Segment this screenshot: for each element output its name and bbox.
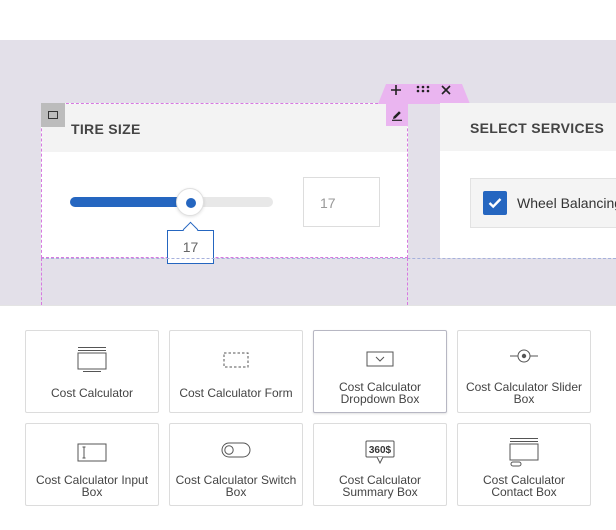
widget-cost-calculator-contact-box[interactable]: Cost Calculator Contact Box (457, 423, 591, 506)
widget-cost-calculator-dropdown-box[interactable]: Cost Calculator Dropdown Box (313, 330, 447, 413)
widget-label: Cost Calculator Slider Box (465, 380, 583, 406)
widget-label: Cost Calculator Contact Box (482, 473, 566, 499)
service-option-label: Wheel Balancing (517, 195, 616, 211)
widget-cost-calculator-summary-box[interactable]: 360$ Cost Calculator Summary Box (313, 423, 447, 506)
service-option-row[interactable]: Wheel Balancing (470, 178, 616, 228)
widget-label: Cost Calculator Input Box (35, 473, 149, 499)
widget-cost-calculator-slider-box[interactable]: Cost Calculator Slider Box (457, 330, 591, 413)
widget-cost-calculator[interactable]: Cost Calculator (25, 330, 159, 413)
widget-label: Cost Calculator (50, 386, 134, 400)
slider-icon (458, 349, 590, 363)
dropdown-box-icon (314, 351, 446, 367)
widget-cost-calculator-switch-box[interactable]: Cost Calculator Switch Box (169, 423, 303, 506)
element-toolbar (378, 84, 470, 104)
checkmark-icon (488, 198, 502, 209)
column-select-handle[interactable] (41, 103, 65, 127)
tire-size-input[interactable]: 17 (303, 177, 380, 227)
top-bar (0, 0, 616, 40)
select-services-header: SELECT SERVICES (440, 103, 616, 151)
svg-text:360$: 360$ (369, 445, 392, 456)
widget-label: Cost Calculator Form (179, 386, 293, 400)
select-services-widget[interactable]: SELECT SERVICES Wheel Balancing (440, 103, 616, 258)
slider-thumb-dot (186, 198, 196, 208)
input-box-icon (26, 443, 158, 463)
contact-box-icon (458, 438, 590, 468)
column-guide-right (407, 258, 408, 305)
toggle-switch-icon (170, 442, 302, 458)
tire-size-header: TIRE SIZE (42, 104, 407, 152)
pencil-icon[interactable] (386, 104, 408, 126)
tire-size-slider-thumb[interactable] (176, 188, 204, 216)
widget-cost-calculator-input-box[interactable]: Cost Calculator Input Box (25, 423, 159, 506)
row-divider (41, 258, 616, 259)
plus-icon[interactable] (391, 85, 409, 103)
dashed-form-icon (170, 352, 302, 368)
tire-size-slider-track[interactable] (70, 197, 273, 207)
summary-360-icon: 360$ (314, 440, 446, 466)
calculator-window-icon (26, 347, 158, 373)
widget-label: Cost Calculator Dropdown Box (338, 380, 422, 406)
widget-panel: Cost Calculator Cost Calculator Form Cos… (0, 305, 616, 530)
tire-size-slider-fill (70, 197, 190, 207)
service-checkbox[interactable] (483, 191, 507, 215)
widget-label: Cost Calculator Summary Box (338, 473, 422, 499)
widget-label: Cost Calculator Switch Box (175, 473, 297, 499)
close-icon[interactable] (441, 85, 459, 103)
column-guide-left (41, 258, 42, 305)
select-services-title: SELECT SERVICES (470, 120, 605, 136)
drag-handle-icon[interactable] (416, 85, 434, 103)
tire-size-title: TIRE SIZE (71, 121, 141, 137)
widget-cost-calculator-form[interactable]: Cost Calculator Form (169, 330, 303, 413)
column-icon (48, 111, 58, 119)
